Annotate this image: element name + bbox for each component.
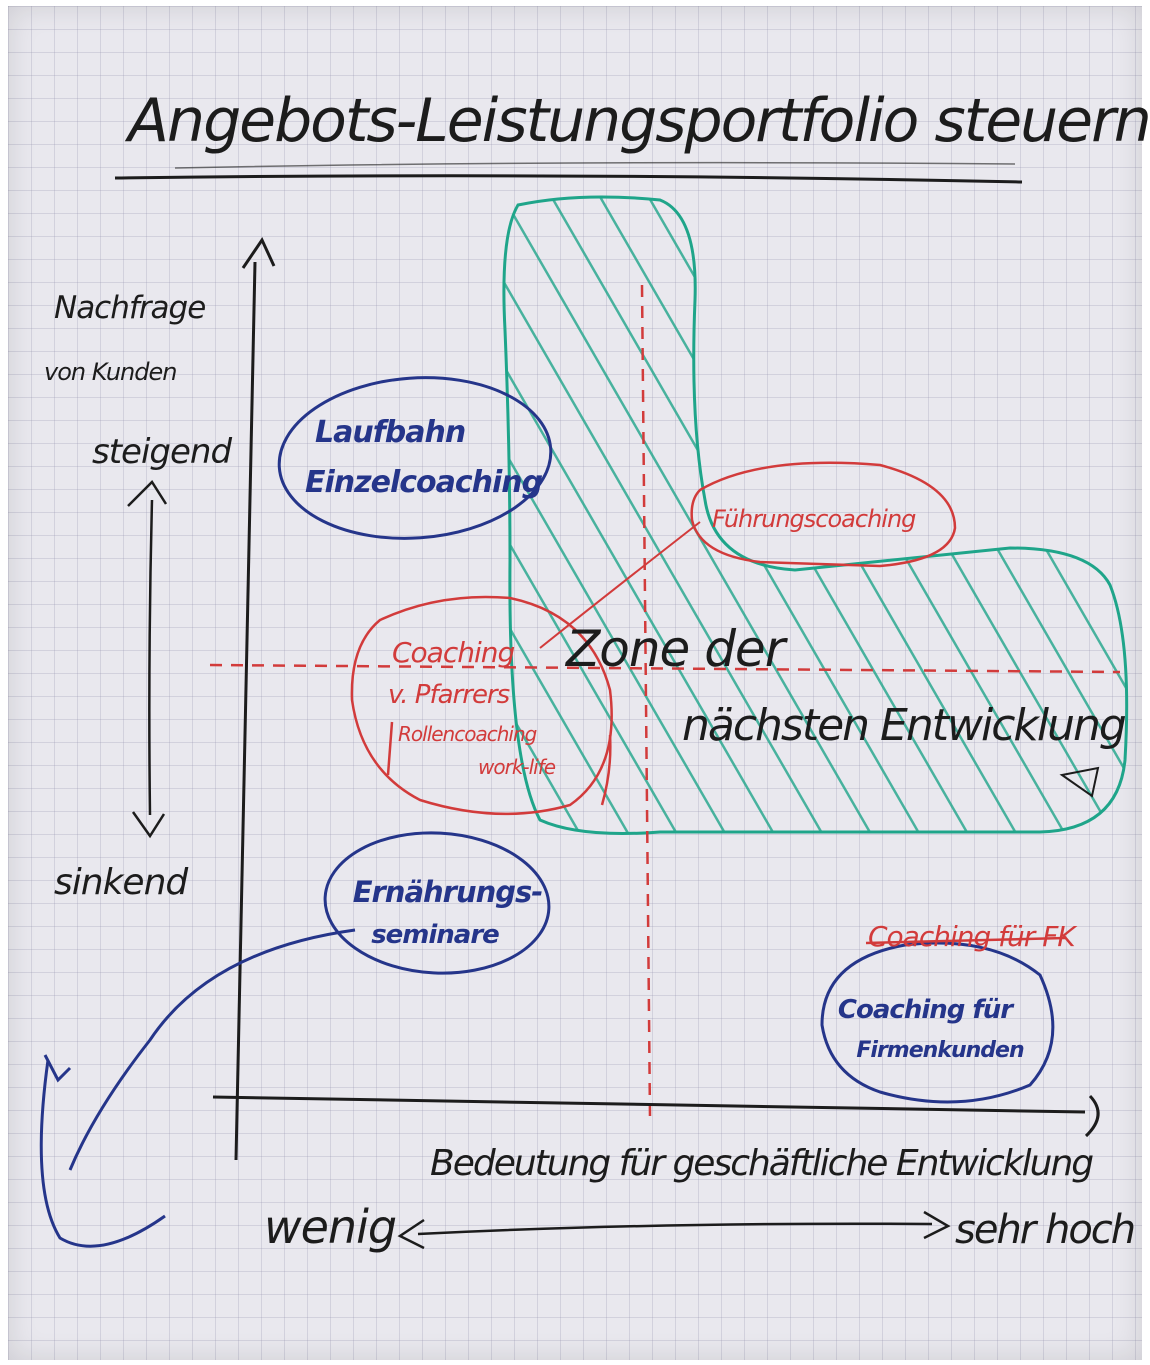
y-axis-arrowhead bbox=[241, 236, 276, 269]
zone-corner-mark bbox=[1059, 766, 1100, 798]
x-axis-low-label: wenig bbox=[264, 1200, 397, 1254]
firmenkunden-crossed-label: Coaching für FK bbox=[868, 920, 1076, 953]
importance-arrow-right-icon bbox=[923, 1210, 951, 1240]
fuehrung-connector bbox=[539, 521, 701, 649]
pfarrer-label-line1: Coaching bbox=[392, 636, 515, 669]
demand-range-arrow bbox=[148, 499, 154, 816]
importance-range-arrow bbox=[417, 1222, 933, 1236]
laufbahn-label-line2: Einzelcoaching bbox=[305, 465, 543, 500]
ernaehrung-ellipse bbox=[323, 831, 551, 975]
laufbahn-label-line1: Laufbahn bbox=[315, 415, 466, 450]
pfarrer-bracket bbox=[386, 721, 612, 806]
page-title: Angebots-Leistungsportfolio steuern bbox=[128, 86, 1150, 156]
firmenkunden-label-line1: Coaching für bbox=[837, 995, 1013, 1025]
drop-arrow bbox=[68, 928, 356, 1171]
y-axis-label-line1: Nachfrage bbox=[54, 290, 206, 326]
y-axis-low-label: sinkend bbox=[54, 862, 188, 903]
x-axis-arrowhead bbox=[1084, 1094, 1100, 1138]
title-underline bbox=[114, 174, 1023, 184]
title-underline-2 bbox=[174, 161, 1016, 169]
demand-arrow-up-icon bbox=[127, 480, 168, 507]
fuehrung-label: Führungscoaching bbox=[712, 505, 916, 533]
y-axis-label-line2: von Kunden bbox=[44, 358, 177, 386]
demand-arrow-down-icon bbox=[131, 811, 166, 839]
importance-arrow-left-icon bbox=[397, 1218, 425, 1250]
pfarrer-label-line2: v. Pfarrers bbox=[388, 680, 510, 710]
pfarrer-label-line3: Rollencoaching bbox=[398, 722, 537, 746]
firmenkunden-label-line2: Firmenkunden bbox=[856, 1038, 1024, 1063]
x-axis-high-label: sehr hoch bbox=[955, 1207, 1136, 1253]
fuehrung-ellipse bbox=[690, 461, 957, 568]
ernaehrung-label-line1: Ernährungs- bbox=[352, 875, 544, 909]
x-axis-line bbox=[212, 1095, 1086, 1114]
pfarrer-label-line4: work-life bbox=[478, 755, 556, 779]
ernaehrung-label-line2: seminare bbox=[371, 920, 500, 950]
vertical-divider-dashed bbox=[640, 284, 652, 1119]
zone-label-line1: Zone der bbox=[566, 620, 785, 678]
drop-arrow-hook bbox=[39, 1059, 166, 1248]
development-zone-shape bbox=[502, 195, 1129, 835]
horizontal-divider-dashed bbox=[209, 663, 1121, 674]
laufbahn-ellipse bbox=[277, 376, 553, 540]
pfarrer-ellipse bbox=[350, 595, 613, 816]
drop-arrow-tick bbox=[43, 1054, 72, 1083]
y-axis-high-label: steigend bbox=[92, 432, 232, 472]
zone-label-line2: nächsten Entwicklung bbox=[682, 700, 1127, 751]
x-axis-label: Bedeutung für geschäftliche Entwicklung bbox=[430, 1143, 1094, 1184]
y-axis-line bbox=[234, 261, 257, 1161]
crossed-label-strike bbox=[865, 936, 1066, 945]
firmenkunden-ellipse bbox=[820, 941, 1055, 1104]
